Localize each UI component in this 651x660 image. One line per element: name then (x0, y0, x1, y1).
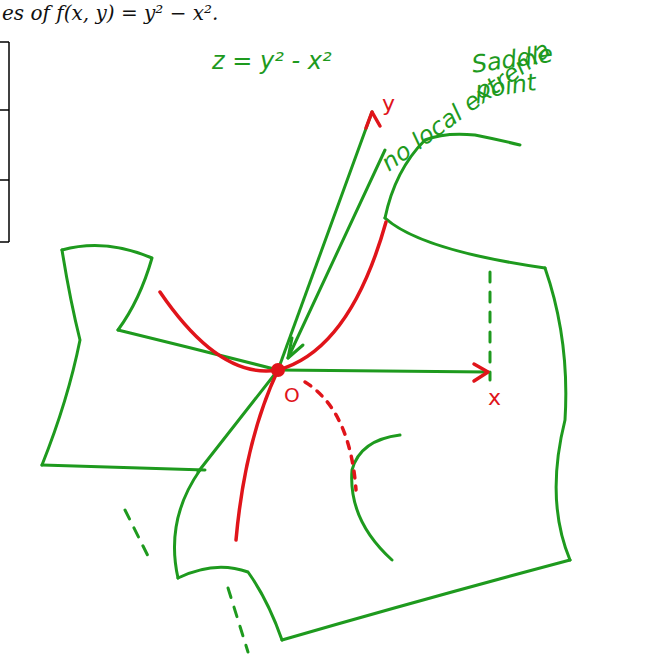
hidden-edges (125, 272, 490, 652)
heading-fragment: es of f(x, y) = y² − x². (2, 2, 218, 24)
trace-curves (160, 112, 488, 540)
axis-label: x (488, 386, 501, 410)
note-text: Saddle point (470, 37, 586, 105)
origin-dot (271, 363, 285, 377)
origin-label: O (284, 384, 300, 406)
equation-note: z = y² - x² (212, 48, 332, 74)
axis-label: y (382, 92, 395, 116)
y-arrowhead (366, 112, 380, 128)
table-frame (0, 42, 9, 242)
surface-outline (42, 112, 570, 640)
x-arrowhead (474, 364, 488, 381)
